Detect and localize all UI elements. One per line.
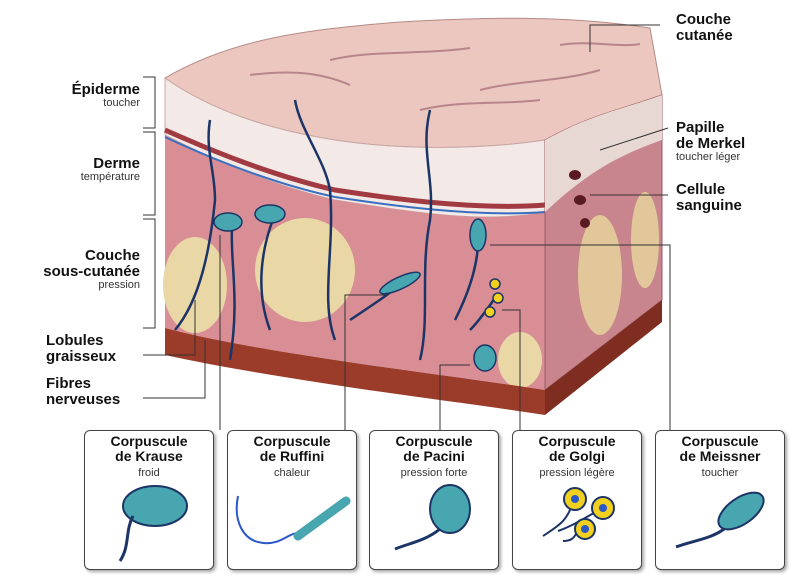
base-layer (165, 328, 545, 415)
meissner-corpuscle-icon (675, 491, 765, 549)
golgi-corpuscle-icon (542, 487, 615, 542)
ruffini-corpuscle-icon (235, 495, 351, 545)
fat-lobule (255, 218, 355, 322)
dermis-layer (165, 135, 545, 390)
label-leader-lines (143, 24, 671, 430)
fat-lobule (163, 237, 227, 333)
krause-corpuscle-icon (118, 485, 188, 562)
pacini-corpuscle-icon (394, 484, 471, 551)
